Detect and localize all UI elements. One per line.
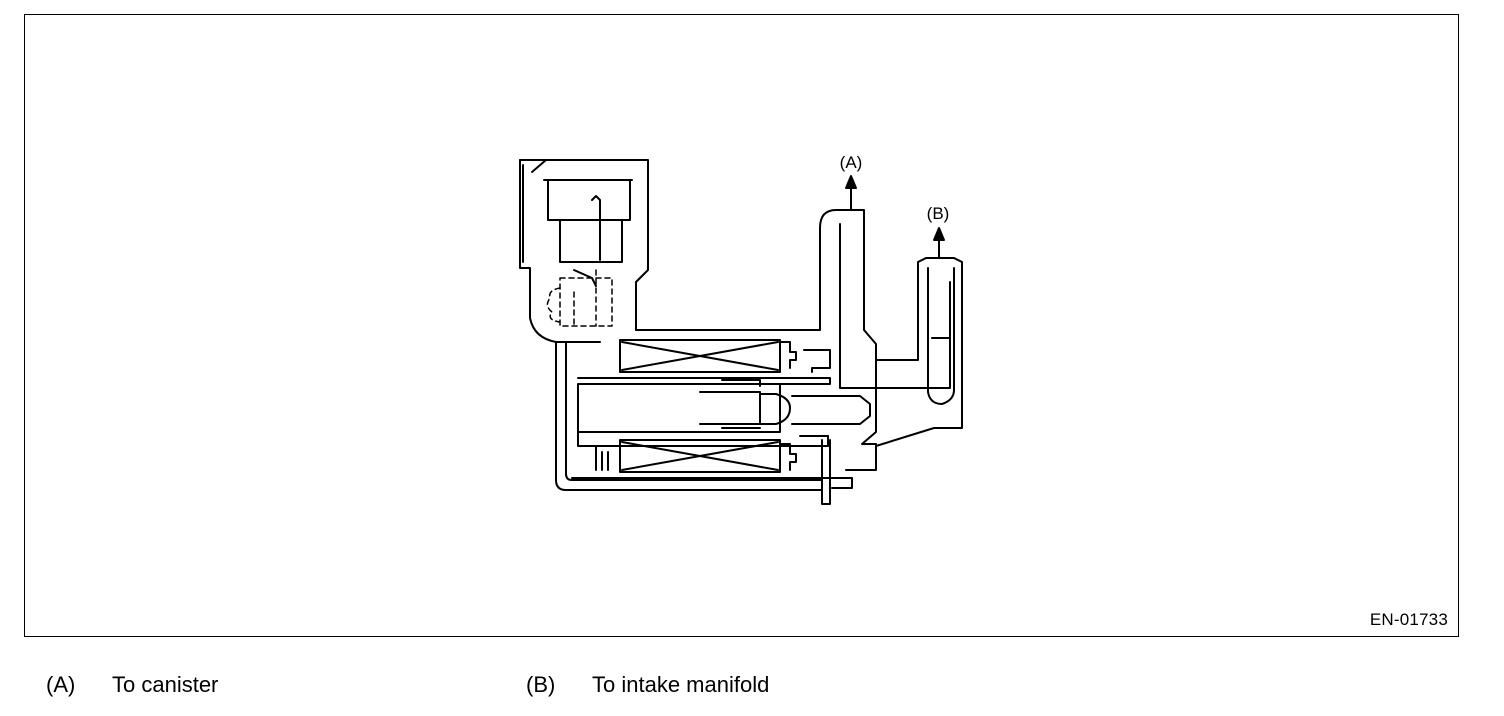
figure-frame: EN-01733 xyxy=(24,14,1459,637)
legend-key-a: (A) xyxy=(46,672,76,697)
legend-item-b: (B) To intake manifold xyxy=(526,672,769,698)
legend-text-b: To intake manifold xyxy=(592,672,770,697)
legend-key-b: (B) xyxy=(526,672,556,697)
terminal-dashed xyxy=(546,269,613,327)
valve-body xyxy=(555,209,963,491)
figure-code: EN-01733 xyxy=(1369,610,1448,629)
arrow-a-icon xyxy=(845,175,857,211)
lower-coil xyxy=(595,435,829,473)
terminal-pin xyxy=(571,439,853,505)
legend-text-a: To canister xyxy=(112,672,219,697)
callout-a: (A) xyxy=(840,153,863,172)
legend-item-a: (A) To canister xyxy=(46,672,218,698)
upper-coil xyxy=(619,339,831,373)
arrow-b-icon xyxy=(933,227,945,259)
connector xyxy=(519,159,649,343)
callout-b: (B) xyxy=(927,204,950,223)
